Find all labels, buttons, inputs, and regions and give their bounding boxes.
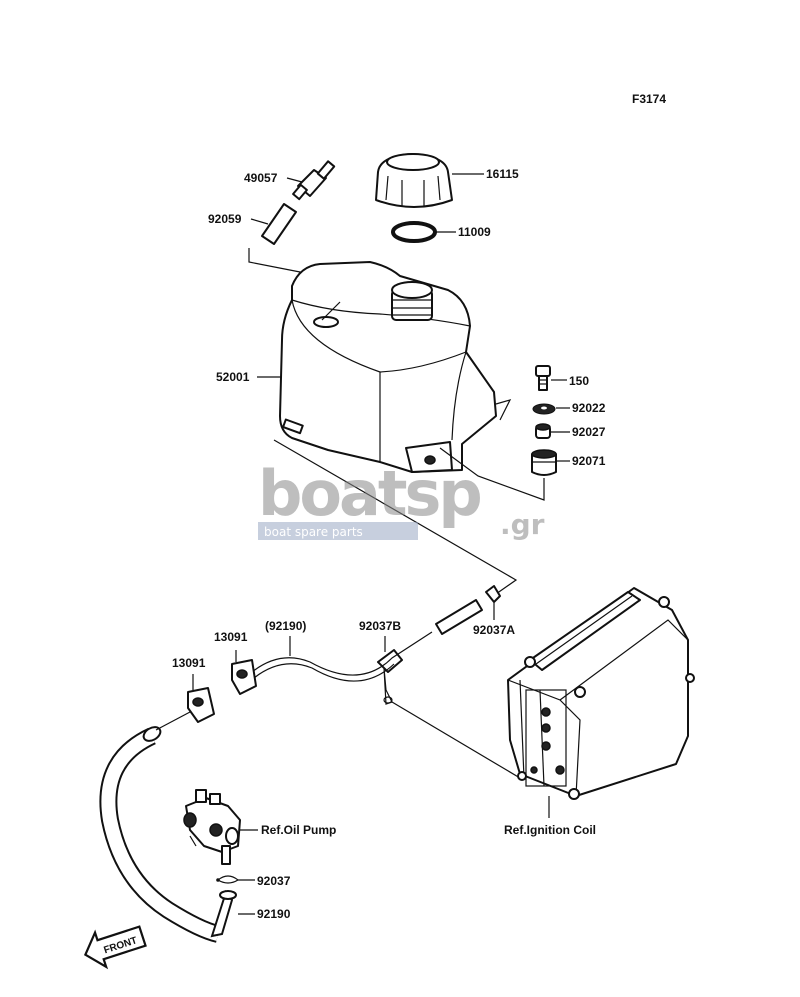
label-52001: 52001 [216,370,250,384]
oil-pump-ref [183,789,241,865]
front-arrow-icon: FRONT [83,925,147,970]
label-92022: 92022 [572,401,606,415]
fuel-cap-16115 [375,153,453,208]
figure-code: F3174 [632,92,666,106]
label-92190-ref: (92190) [265,619,306,633]
watermark-logo: boatsp .gr boat spare parts [258,457,545,541]
clamp-92037B [377,649,403,705]
label-13091-lower: 13091 [172,656,206,670]
label-ignition-coil-ref: Ref.Ignition Coil [504,823,596,837]
label-16115: 16115 [486,167,519,181]
label-150: 150 [569,374,589,388]
damper-92071 [531,449,557,476]
ignition-coil-ref [507,587,695,800]
label-92037: 92037 [257,874,291,888]
hose-segment [435,599,483,635]
label-49057: 49057 [244,171,278,185]
label-92190: 92190 [257,907,291,921]
label-oil-pump-ref: Ref.Oil Pump [261,823,336,837]
hose-92190 [99,726,237,943]
collar-92027 [535,423,551,439]
label-92037A: 92037A [473,623,515,637]
clamp-92037A [485,585,501,603]
o-ring-11009 [391,221,437,243]
clip-92037 [216,875,240,884]
watermark-suffix: .gr [500,508,545,541]
hose-92059 [261,203,297,245]
label-92037B: 92037B [359,619,401,633]
breather-fitting-49057 [292,160,336,201]
label-11009: 11009 [458,225,491,239]
watermark-tagline: boat spare parts [264,525,363,539]
oil-tank-52001 [279,261,512,473]
clamp-13091-lower [187,687,215,723]
label-13091-upper: 13091 [214,630,248,644]
watermark-brand: boatsp [258,457,480,530]
label-92071: 92071 [572,454,606,468]
clamp-13091-upper [231,659,257,695]
bolt-150 [535,365,551,391]
washer-92022 [532,403,556,415]
label-92027: 92027 [572,425,606,439]
label-92059: 92059 [208,212,242,226]
